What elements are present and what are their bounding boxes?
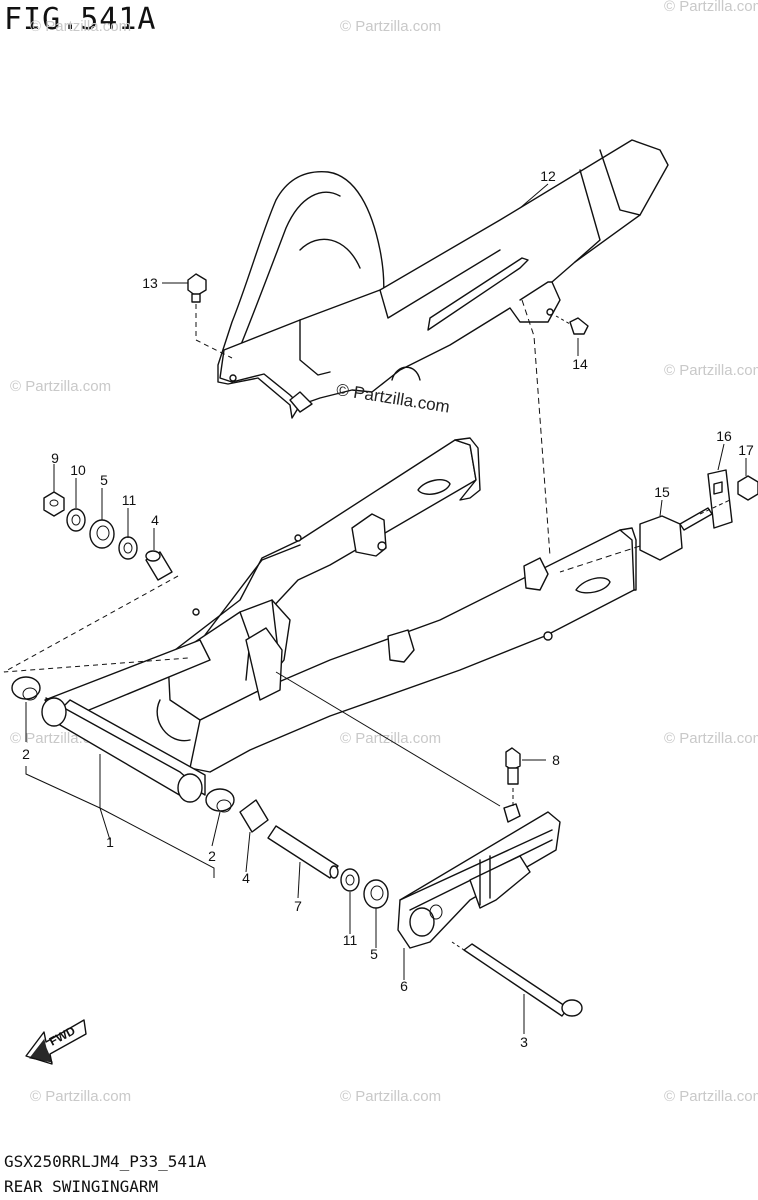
washer-part-10 [66,508,86,532]
swingarm-part-1 [41,437,637,803]
watermark: © Partzilla.com [340,1088,442,1105]
bearing-part-5 [89,519,115,549]
watermark: © Partzilla.com [340,730,442,747]
callout-13: 13 [142,275,158,291]
callout-7: 7 [294,898,302,914]
callout-5: 5 [370,946,378,962]
bearing-part-5 [363,879,389,909]
callout-10: 10 [70,462,86,478]
bearing-part-2 [205,788,235,813]
callout-9: 9 [51,450,59,466]
plate-part-16 [707,469,733,529]
figure-title: FIG.541A [4,2,157,37]
bearing-part-2 [11,676,41,701]
fwd-arrow-icon: FWD [25,1019,87,1065]
pivot-shaft-part-7 [267,825,339,879]
chain-case-part-12 [217,139,669,419]
nut-part-9 [43,491,65,517]
bolt-part-13 [187,273,233,359]
callout-11: 11 [121,492,137,508]
callout-11: 11 [342,932,358,948]
callout-16: 16 [716,428,732,444]
callout-8: 8 [552,752,560,768]
bolt-part-14 [555,315,589,335]
watermark: © Partzilla.com [664,0,758,15]
washer-part-11 [118,536,138,560]
watermark: © Partzilla.com [664,1088,758,1105]
watermark: © Partzilla.com [30,1088,132,1105]
callout-2: 2 [208,848,216,864]
spacer-part-4 [145,550,173,581]
callout-5: 5 [100,472,108,488]
figure-name: REAR SWINGINGARM [4,1177,159,1196]
callout-4: 4 [242,870,250,886]
chain-slider-part-6 [397,803,561,949]
callout-15: 15 [654,484,670,500]
adjuster-part-15 [639,507,713,561]
bolt-part-3 [451,941,583,1017]
watermark: © Partzilla.com [10,378,112,395]
bolt-part-8 [505,747,521,808]
callout-2: 2 [22,746,30,762]
spacer-part-4 [239,799,269,833]
watermark: © Partzilla.com [30,18,132,35]
leader-lines [25,183,747,1034]
callout-14: 14 [572,356,588,372]
figure-code: GSX250RRLJM4_P33_541A [4,1152,207,1171]
callout-12: 12 [540,168,556,184]
callout-6: 6 [400,978,408,994]
callout-3: 3 [520,1034,528,1050]
watermark: © Partzilla.com [664,730,758,747]
callout-17: 17 [738,442,754,458]
nut-part-17 [737,475,758,501]
watermark: © Partzilla.com [340,18,442,35]
callout-1: 1 [106,834,114,850]
watermark: © Partzilla.com [664,362,758,379]
callout-4: 4 [151,512,159,528]
washer-part-11 [340,868,360,892]
